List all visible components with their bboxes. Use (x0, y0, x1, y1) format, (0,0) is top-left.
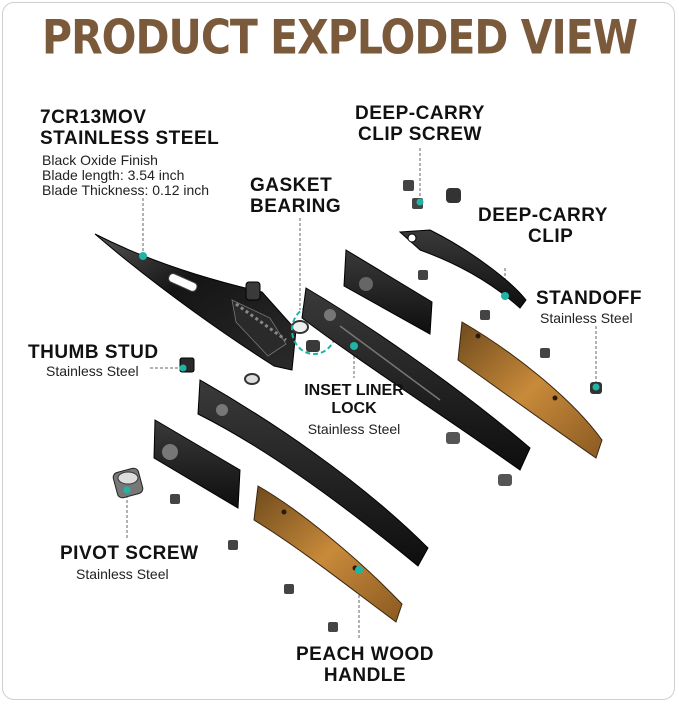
handle-label-line1: PEACH WOOD (296, 644, 434, 665)
pivot-screw-material: Stainless Steel (76, 566, 169, 582)
gasket-label-line1: GASKET (250, 175, 333, 196)
blade-name-line2: STAINLESS STEEL (40, 128, 220, 149)
back-plate-bottom (153, 419, 241, 509)
standoff-material: Stainless Steel (540, 310, 633, 326)
blade-name-line1: 7CR13MOV (40, 107, 147, 128)
liner-lock-label-line2: LOCK (331, 400, 377, 417)
thumb-stud-label: THUMB STUD (28, 342, 159, 363)
thumb-stud-part (179, 281, 261, 385)
standoff-label: STANDOFF (536, 288, 643, 309)
blade-spec-thickness: Blade Thickness: 0.12 inch (42, 182, 210, 198)
clip-screw-label-line1: DEEP-CARRY (355, 103, 485, 124)
wood-handle-right (457, 321, 603, 459)
liner-lower (197, 379, 429, 567)
back-plate-top (343, 249, 433, 335)
clip-label-line2: CLIP (528, 226, 574, 247)
clip-screw-label-line2: CLIP SCREW (358, 124, 482, 145)
liner-lock-label-line1: INSET LINER (304, 382, 404, 399)
thumb-stud-material: Stainless Steel (46, 363, 139, 379)
liner-lock-part (301, 287, 531, 486)
pivot-screw-part (112, 467, 338, 632)
pivot-screw-label: PIVOT SCREW (60, 543, 199, 564)
liner-lock-material: Stainless Steel (307, 421, 401, 437)
page-title: PRODUCT EXPLODED VIEW (42, 10, 638, 66)
blade-spec-length: Blade length: 3.54 inch (42, 167, 185, 183)
handle-label-line2: HANDLE (323, 665, 407, 686)
blade-part (94, 233, 297, 371)
clip-screws (403, 180, 550, 358)
wood-handle-left (253, 485, 403, 623)
clip-label-line1: DEEP-CARRY (478, 205, 608, 226)
deep-carry-clip-part (398, 229, 527, 309)
blade-spec-finish: Black Oxide Finish (42, 152, 158, 168)
gasket-label-line2: BEARING (250, 196, 342, 217)
